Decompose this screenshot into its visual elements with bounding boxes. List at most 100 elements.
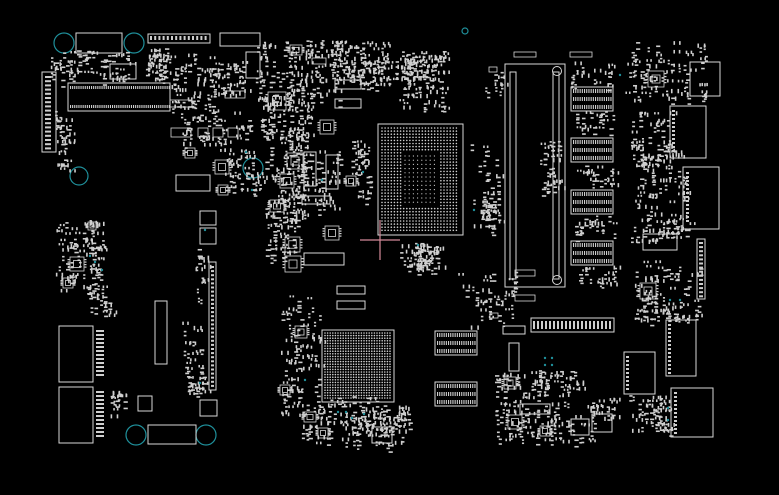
ic-outline[interactable] [137,395,153,412]
passive-pad [608,64,611,69]
passive-pad [415,55,417,59]
chip-pad [595,89,597,93]
passive-pad [119,393,122,398]
passive-pad [85,237,88,240]
ic-outline[interactable] [199,210,217,226]
ic-outline[interactable] [570,418,590,436]
passive-pad [207,125,212,128]
memory-chip-outline[interactable] [570,86,614,112]
port-connector-outline[interactable] [670,387,714,438]
connector-pin [103,105,105,108]
passive-pad [279,136,282,141]
mounting-hole[interactable] [123,32,145,54]
cpu-bga-outline[interactable] [377,123,464,236]
ic-outline[interactable] [301,195,331,205]
passive-pad [266,139,271,141]
passive-pad [657,395,660,400]
passive-pad [355,159,359,161]
ic-outline[interactable] [199,399,218,417]
ic-outline[interactable] [245,51,261,79]
connector-pin [74,86,76,89]
chip-pad [459,384,461,388]
passive-pad [200,139,203,142]
passive-pad [383,82,386,87]
connector-outline[interactable] [147,424,197,445]
passive-pad [555,437,557,441]
chipset-bga-outline[interactable] [321,329,395,403]
memory-chip-outline[interactable] [570,240,614,266]
passive-pad [592,415,596,417]
passive-pad [244,166,247,170]
passive-pad [568,421,570,427]
passive-pad [234,71,240,74]
passive-pad [608,76,611,78]
ic-outline[interactable] [336,285,366,295]
passive-pad [509,432,513,435]
memory-chip-outline[interactable] [570,189,614,215]
ic-outline[interactable] [303,252,345,266]
ic-outline[interactable] [508,342,520,372]
passive-pad [204,376,207,381]
passive-pad [608,63,610,66]
passive-pad [554,174,557,178]
passive-pad [162,57,165,61]
passive-pad [323,435,326,440]
memory-chip-outline[interactable] [434,330,478,356]
memory-chip-outline[interactable] [434,381,478,407]
connector-outline[interactable] [75,32,123,54]
passive-pad [321,177,326,180]
ic-outline[interactable] [199,227,217,245]
connector-outline[interactable] [530,317,615,333]
ic-outline[interactable] [154,300,168,365]
passive-pad [61,272,64,277]
passive-pad [283,55,288,57]
connector-outline[interactable] [147,33,211,44]
connector-outline[interactable] [623,351,656,395]
ic-outline[interactable] [502,325,526,335]
passive-pad [549,438,551,442]
passive-pad [415,96,419,99]
ic-outline[interactable] [336,300,366,310]
ic-outline[interactable] [175,174,211,192]
passive-pad [370,81,375,83]
ic-outline[interactable] [325,154,339,190]
passive-pad [87,50,92,53]
passive-pad [373,69,375,74]
passive-pad [660,159,662,162]
passive-pad [651,301,653,304]
port-connector-outline[interactable] [58,386,94,444]
passive-pad [684,181,687,185]
passive-pad [100,300,104,302]
passive-pad [639,125,644,128]
passive-pad [543,391,547,393]
port-connector-outline[interactable] [58,325,94,383]
memory-slot-outline[interactable] [504,63,566,288]
passive-pad [590,435,594,437]
chip-pad [610,200,612,204]
header-connector-outline[interactable] [67,82,171,112]
memory-chip-outline[interactable] [570,137,614,163]
passive-pad [357,69,362,72]
connector-pin [151,86,153,89]
port-connector-outline[interactable] [665,319,697,377]
mounting-hole[interactable] [461,27,469,35]
passive-pad [320,77,325,79]
chip-pad [465,341,467,345]
passive-pad [408,81,411,84]
connector-outline[interactable] [219,32,261,47]
pin-header-outline[interactable] [208,261,217,391]
passive-pad [97,271,101,274]
passive-pad [294,362,296,365]
port-connector-outline[interactable] [669,105,707,159]
pin-header-outline[interactable] [696,238,706,300]
passive-pad [314,188,317,192]
mounting-hole[interactable] [69,166,89,186]
ic-outline[interactable] [334,98,362,109]
mounting-hole[interactable] [125,424,147,446]
port-connector-outline[interactable] [682,166,720,230]
passive-pad [487,202,491,205]
connector-pin [88,105,90,108]
chip-pad [443,333,445,337]
